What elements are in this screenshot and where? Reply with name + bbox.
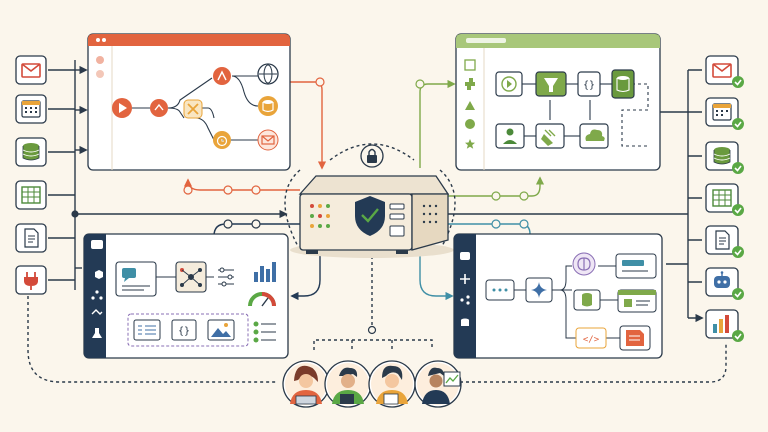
chatbot-icon[interactable] (705, 267, 744, 300)
chat-icon[interactable] (485, 279, 515, 301)
sparkle-icon[interactable] (525, 277, 553, 303)
document-icon[interactable] (619, 325, 651, 351)
bar-chart-icon[interactable] (252, 260, 278, 284)
code-icon[interactable]: </> (575, 327, 607, 349)
plug-icon[interactable] (535, 123, 565, 149)
ai-dashboard-panel[interactable]: {} (83, 233, 289, 359)
spreadsheet-icon[interactable] (15, 180, 47, 210)
svg-text:{}: {} (178, 326, 190, 337)
person-laptop[interactable] (282, 360, 330, 408)
chat-icon[interactable] (115, 261, 157, 297)
sidebar (464, 59, 476, 149)
code-braces-icon[interactable]: {} (171, 319, 197, 341)
sliders-icon[interactable] (218, 267, 234, 287)
database-icon[interactable] (15, 137, 47, 167)
play-icon[interactable] (112, 98, 132, 118)
globe-icon[interactable] (257, 63, 279, 85)
svg-text:{}: {} (583, 80, 595, 91)
gauge-icon[interactable] (248, 292, 276, 307)
branch-icon[interactable] (213, 67, 231, 85)
calendar-icon[interactable] (15, 94, 47, 124)
sidebar (460, 252, 470, 326)
window-icon[interactable] (617, 289, 657, 313)
play-icon[interactable] (495, 71, 523, 97)
mail-icon[interactable] (705, 55, 744, 88)
central-server[interactable] (290, 175, 454, 258)
filter-icon[interactable] (535, 71, 567, 97)
window-controls (96, 38, 106, 42)
database-icon[interactable] (573, 289, 601, 311)
spreadsheet-icon[interactable] (705, 183, 744, 216)
brain-icon[interactable] (572, 252, 596, 276)
database-icon[interactable] (611, 69, 635, 99)
lock-icon (360, 144, 384, 168)
team-members (282, 360, 462, 408)
database-icon[interactable] (705, 141, 744, 174)
ai-flow-panel[interactable]: </> (453, 233, 663, 359)
merge-icon[interactable] (183, 99, 203, 119)
document-icon[interactable] (15, 223, 47, 253)
form-icon[interactable] (133, 319, 161, 341)
plug-icon[interactable] (15, 265, 47, 295)
drive-bays (389, 203, 405, 237)
calendar-icon[interactable] (705, 97, 744, 130)
right-destination-icons (705, 55, 744, 342)
person-chart[interactable] (414, 360, 462, 408)
chart-icon[interactable] (705, 309, 744, 342)
database-icon[interactable] (258, 96, 278, 116)
person-document[interactable] (368, 360, 416, 408)
workflow-builder-panel[interactable] (87, 33, 291, 171)
connector-lines (27, 60, 727, 383)
left-source-icons (15, 55, 47, 295)
vent-icon (422, 204, 438, 224)
cloud-icon[interactable] (579, 123, 609, 149)
status-leds (310, 204, 330, 228)
user-icon[interactable] (495, 123, 525, 149)
sidebar (91, 240, 103, 338)
message-icon[interactable] (615, 253, 657, 279)
split-icon[interactable] (150, 99, 168, 117)
document-icon[interactable] (705, 225, 744, 258)
mail-icon[interactable] (257, 129, 279, 151)
shield-check-icon (355, 196, 385, 236)
code-braces-icon[interactable]: {} (577, 71, 601, 97)
svg-text:</>: </> (583, 335, 600, 345)
connector-dots (71, 77, 529, 335)
network-icon[interactable] (175, 261, 207, 293)
checklist-icon[interactable] (253, 321, 277, 343)
image-icon[interactable] (207, 319, 235, 341)
mail-icon[interactable] (15, 55, 47, 85)
integration-builder-panel[interactable]: {} (455, 33, 661, 171)
person-tablet[interactable] (324, 360, 372, 408)
timer-icon[interactable] (213, 131, 231, 149)
